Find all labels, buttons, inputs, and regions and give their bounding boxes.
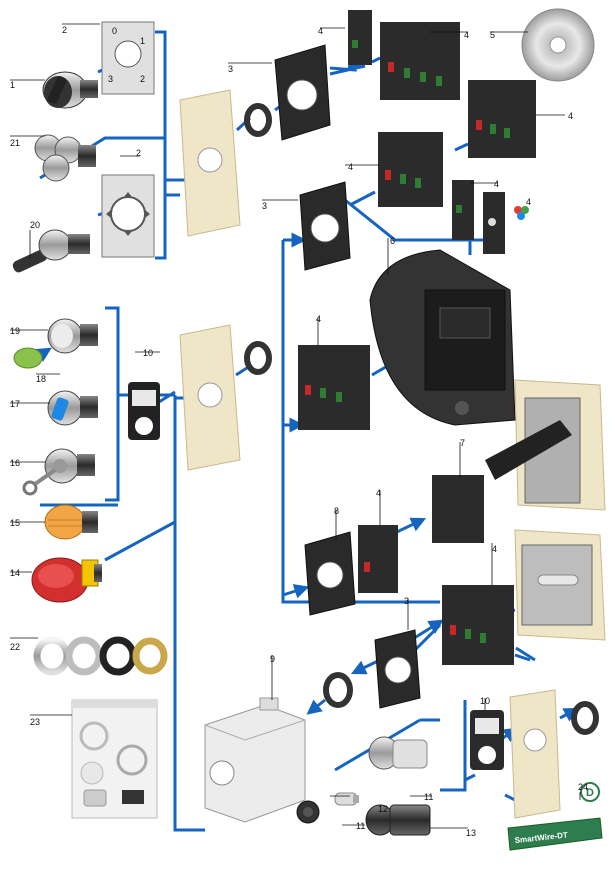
mounting-panel-mid bbox=[179, 324, 241, 471]
legend-plate-2-top: 0 1 3 2 bbox=[101, 21, 155, 95]
label-4-d: 4 bbox=[348, 162, 353, 172]
smartwire-cable-24: SmartWire-DT D bbox=[507, 782, 603, 851]
label-3-mid: 3 bbox=[262, 201, 267, 211]
selector-switch-17 bbox=[47, 390, 98, 426]
contact-block-quad-right bbox=[468, 80, 536, 158]
label-7: 7 bbox=[460, 438, 465, 448]
label-8: 8 bbox=[334, 506, 339, 516]
mounting-panel-bottom bbox=[509, 689, 561, 819]
contact-block-single-top bbox=[348, 10, 372, 65]
label-16: 16 bbox=[10, 458, 20, 468]
contact-block-rail bbox=[442, 585, 514, 665]
label-20: 20 bbox=[30, 220, 40, 230]
label-3-low: 3 bbox=[404, 596, 409, 606]
callout-labels: 1 2 2 3 3 3 4 4 4 4 4 4 4 4 4 5 6 7 8 9 … bbox=[10, 25, 588, 838]
label-1: 1 bbox=[10, 80, 15, 90]
enclosure-6 bbox=[369, 249, 516, 426]
label-22: 22 bbox=[10, 642, 20, 652]
led-color-icon bbox=[514, 206, 529, 220]
mounting-adapter-3-top bbox=[274, 44, 331, 141]
legend-holder-10b bbox=[470, 710, 504, 770]
label-10-a: 10 bbox=[143, 348, 153, 358]
mounting-adapter-3-mid bbox=[299, 181, 351, 271]
bezel-rings-22 bbox=[33, 636, 168, 676]
svg-text:1: 1 bbox=[140, 36, 145, 46]
green-lens-18 bbox=[13, 347, 43, 369]
lamp-12 bbox=[334, 792, 359, 806]
indicator-light-15 bbox=[44, 504, 98, 540]
label-13: 13 bbox=[466, 828, 476, 838]
actuator-13 bbox=[365, 804, 431, 836]
label-17: 17 bbox=[10, 399, 20, 409]
label-19: 19 bbox=[10, 326, 20, 336]
label-3-top: 3 bbox=[228, 64, 233, 74]
svg-text:3: 3 bbox=[108, 74, 113, 84]
label-10-b: 10 bbox=[480, 696, 490, 706]
mounting-adapter-8 bbox=[304, 531, 356, 616]
front-element-11a bbox=[368, 736, 428, 770]
contact-block-mid bbox=[378, 132, 443, 207]
contact-block-lower bbox=[358, 525, 398, 593]
label-2-top: 2 bbox=[62, 25, 67, 35]
key-switch-16 bbox=[22, 448, 95, 496]
label-4-g: 4 bbox=[316, 314, 321, 324]
label-11-a: 11 bbox=[424, 792, 433, 802]
label-21: 21 bbox=[10, 138, 20, 148]
cap-11b bbox=[296, 800, 320, 824]
joystick-20 bbox=[12, 229, 90, 273]
label-5: 5 bbox=[490, 30, 495, 40]
label-18: 18 bbox=[36, 374, 46, 384]
label-14: 14 bbox=[10, 568, 20, 578]
smartwire-logo: D bbox=[586, 787, 594, 799]
label-15: 15 bbox=[10, 518, 20, 528]
emergency-stop-14 bbox=[31, 557, 102, 603]
accessory-bag-23 bbox=[71, 699, 158, 819]
contact-block-quad-top bbox=[380, 22, 460, 100]
svg-text:2: 2 bbox=[140, 74, 145, 84]
selector-switch-1 bbox=[42, 71, 98, 109]
label-4-a: 4 bbox=[318, 26, 323, 36]
legend-plate-2-mid bbox=[101, 174, 155, 258]
label-6: 6 bbox=[390, 236, 395, 246]
label-24: 24 bbox=[578, 782, 588, 792]
triple-pushbutton-21 bbox=[34, 134, 96, 182]
illuminated-button-19 bbox=[47, 318, 98, 354]
fixing-rings bbox=[244, 103, 599, 735]
label-11-b: 11 bbox=[356, 821, 365, 831]
leader-lines bbox=[10, 23, 581, 829]
label-4-h: 4 bbox=[376, 488, 381, 498]
legend-holder-10 bbox=[128, 382, 160, 440]
contact-block-center bbox=[298, 345, 370, 430]
mounting-adapter-3-low bbox=[374, 629, 421, 709]
label-2-mid: 2 bbox=[136, 148, 141, 158]
contact-block-led-pair bbox=[452, 180, 505, 254]
label-4-c: 4 bbox=[568, 111, 573, 121]
mounting-panel-top bbox=[179, 89, 241, 237]
label-4-i: 4 bbox=[492, 544, 497, 554]
svg-text:0: 0 bbox=[112, 26, 117, 36]
rail-extension-7 bbox=[432, 379, 606, 543]
software-cd-5 bbox=[521, 8, 595, 82]
label-4-f: 4 bbox=[526, 197, 531, 207]
label-12: 12 bbox=[378, 804, 388, 814]
label-4-b: 4 bbox=[464, 30, 469, 40]
surface-mount-enclosure-9 bbox=[204, 697, 306, 823]
label-23: 23 bbox=[30, 717, 40, 727]
label-4-e: 4 bbox=[494, 179, 499, 189]
label-9: 9 bbox=[270, 654, 275, 664]
din-rail-lower bbox=[514, 529, 606, 641]
